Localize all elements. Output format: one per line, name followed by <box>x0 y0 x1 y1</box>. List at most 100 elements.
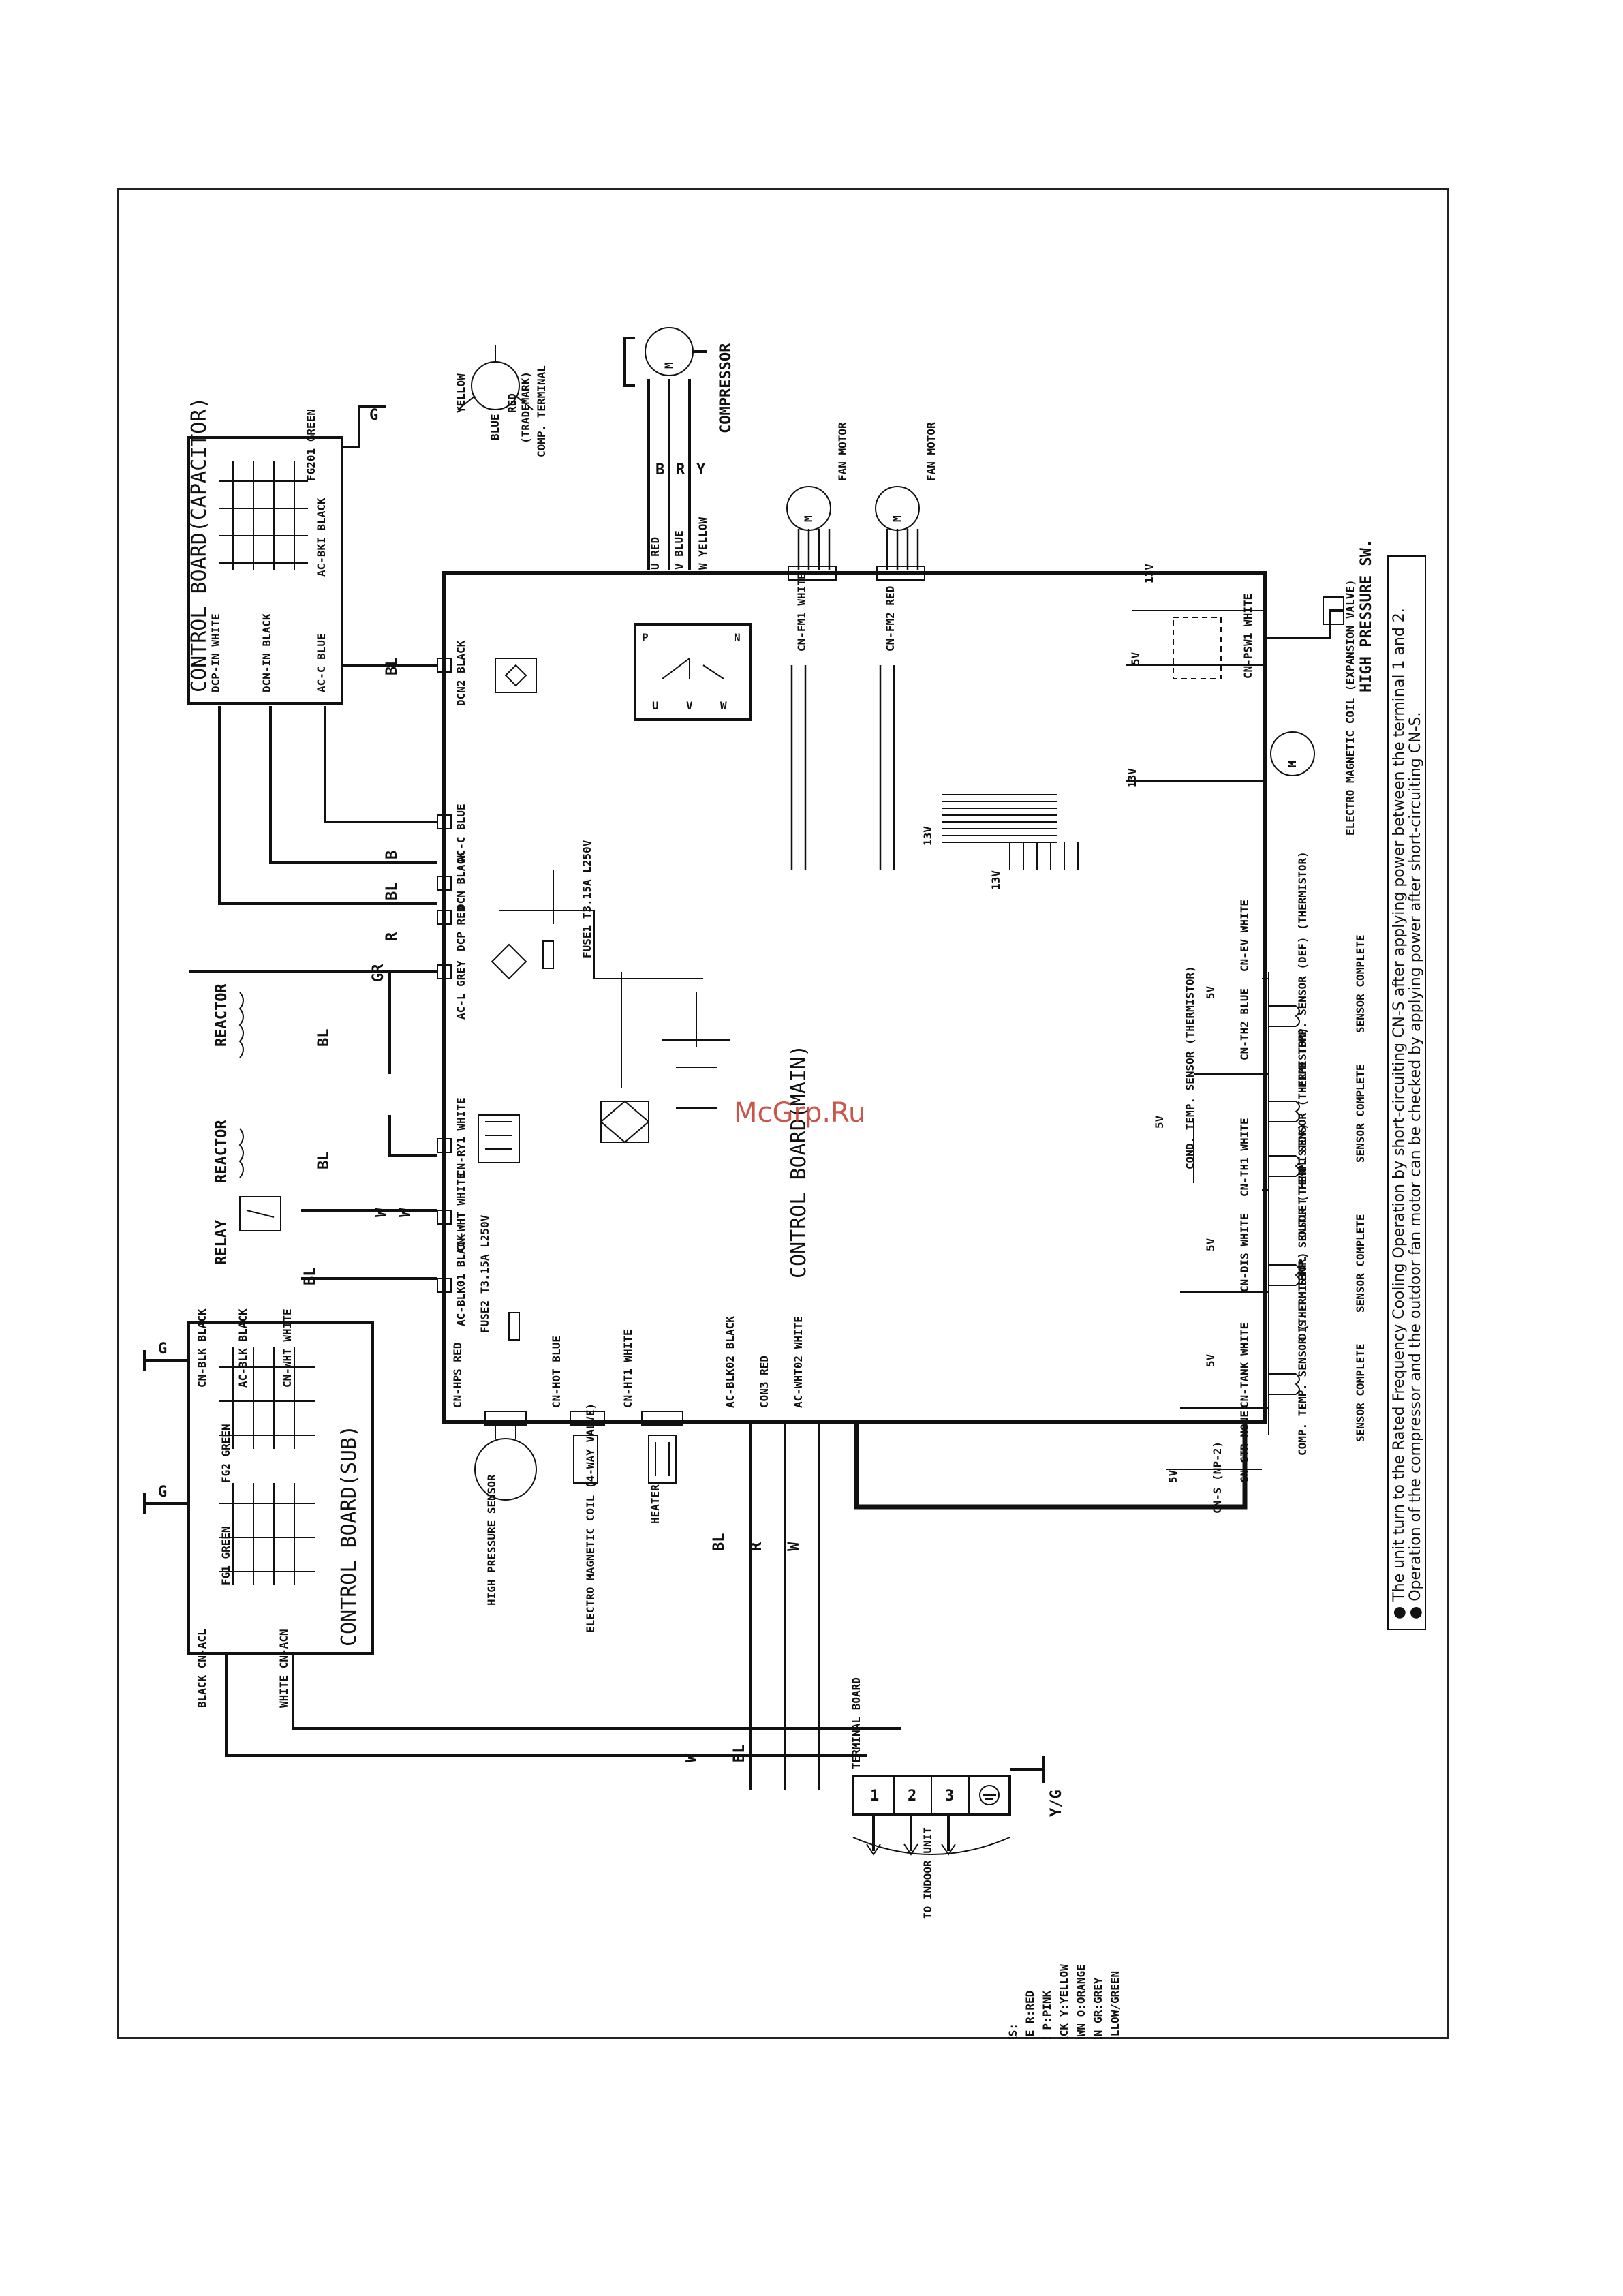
connector-fg1: FG1 GREEN <box>219 1526 232 1585</box>
remarks-legend: REMARKS: W:WHITE R:RED B:BLUE P:PINK BL:… <box>1006 1964 1122 2076</box>
svg-text:U: U <box>652 699 659 712</box>
sensor-comp-footer: SENSOR COMPLETE <box>1354 1344 1367 1443</box>
svg-text:M: M <box>802 515 815 522</box>
sensor-comp-name: COMP. TEMP. SENSOR (THERMISTOR) <box>1296 1252 1309 1456</box>
svg-text:N: N <box>734 631 741 644</box>
diode-array: 13V 13V <box>921 794 1079 890</box>
remark-item: BL:BLACK Y:YELLOW <box>1057 1964 1070 2039</box>
sensor-cond-name: COND. TEMP. SENSOR (THERMISTOR) <box>1184 966 1196 1169</box>
svg-text:U RED: U RED <box>649 537 662 570</box>
sensor-pipe-name: PIPE TEMP. SENSOR (DEF) (THERMISTOR) <box>1296 851 1309 1088</box>
relay: RELAY <box>213 1196 281 1265</box>
bottom-wiring: BL R W W BL <box>225 1422 1248 1790</box>
high-pressure-sensor: HIGH PRESSURE SENSOR <box>474 1425 537 1606</box>
wire-code-bl1: BL <box>384 658 401 676</box>
wire-code-w3: W <box>786 1542 803 1551</box>
svg-text:M: M <box>1286 761 1299 767</box>
reactor-1: REACTOR <box>213 983 244 1058</box>
sensor-dis-footer: SENSOR COMPLETE <box>1354 1214 1367 1313</box>
voltage-5v-a: 5V <box>1129 652 1142 665</box>
wiring-diagram: CONTROL BOARD(CAPACITOR) DCP-IN WHITE DC… <box>117 188 1449 2076</box>
sub-board-grounds: G G <box>143 1341 189 1514</box>
voltage-5v-e: 5V <box>1204 1353 1217 1367</box>
svg-text:V BLUE: V BLUE <box>673 530 685 570</box>
connector-cn-hps: CN-HPS RED <box>451 1343 464 1408</box>
connector-ac-blk02: AC-BLK02 BLACK <box>724 1316 737 1408</box>
connector-cn-s: CN-S (NP-2) <box>1211 1441 1224 1514</box>
watermark: McGrp.Ru <box>734 1097 865 1129</box>
fuse-2-label: FUSE2 T3.15A L250V <box>478 1214 491 1333</box>
sensor-dis-name: DIS. T. TEMP. SENSOR (THERMISTOR) <box>1296 1123 1309 1340</box>
reactor-2: REACTOR <box>213 1120 244 1183</box>
connector-ac-l: AC-L GREY <box>454 960 467 1020</box>
connector-dcn-in: DCN-IN BLACK <box>260 613 273 692</box>
capacitor-ground: G <box>342 405 386 448</box>
wire-code-bl6: BL <box>711 1533 728 1552</box>
connector-cn-dis: CN-DIS WHITE <box>1238 1213 1251 1292</box>
voltage-5v-f: 5V <box>1166 1469 1179 1483</box>
sensor-pipe: PIPE TEMP. SENSOR (DEF) (THERMISTOR) SEN… <box>1269 851 1367 1088</box>
wire-code-g2: G <box>158 1341 167 1358</box>
comp-terminal-trademark: (TRADEMARK) <box>519 371 532 444</box>
remark-item: Y/G:YELLOW/GREEN <box>1109 1971 1122 2039</box>
comp-terminal-red: RED <box>506 393 519 413</box>
notes-box: ● The unit turn to the Rated Frequency C… <box>1387 555 1426 1630</box>
remarks-title: REMARKS: <box>1006 2023 1019 2039</box>
connector-ac-c: AC-C BLUE <box>315 633 328 692</box>
main-board-title: CONTROL BOARD(MAIN) <box>787 1045 811 1279</box>
terminal-board-label: TERMINAL BOARD <box>850 1677 863 1769</box>
wire-code-b: B <box>655 461 664 478</box>
capacitor-board: CONTROL BOARD(CAPACITOR) DCP-IN WHITE DC… <box>187 397 343 705</box>
wire-code-r1: R <box>384 932 401 941</box>
four-way-valve-label: ELECTRO MAGNETIC COIL (4-WAY VALVE) <box>584 1403 597 1633</box>
voltage-13v-a: 13V <box>921 826 934 846</box>
connector-cn-psw1: CN-PSW1 WHITE <box>1241 594 1254 679</box>
svg-text:M: M <box>891 515 903 522</box>
connector-cn-fm2: CN-FM2 RED <box>884 586 897 652</box>
wire-code-g3: G <box>158 1484 167 1501</box>
wire-code-bl4: BL <box>315 1152 333 1170</box>
voltage-5v-b: 5V <box>1204 985 1217 999</box>
wire-code-w4: W <box>683 1753 700 1762</box>
high-pressure-switch: HIGH PRESSURE SW. <box>1265 539 1375 692</box>
terminal-2: 2 <box>908 1788 916 1805</box>
fan-motor-1: M FAN MOTOR <box>786 422 849 570</box>
capacitor-board-title: CONTROL BOARD(CAPACITOR) <box>187 397 211 692</box>
terminal-1: 1 <box>870 1788 879 1805</box>
sensor-cond-footer: SENSOR COMPLETE <box>1354 1065 1367 1163</box>
comp-terminal: YELLOW BLUE RED (TRADEMARK) COMP. TERMIN… <box>454 345 548 457</box>
fan-connectors: CN-FM1 WHITE CN-FM2 RED <box>788 566 925 870</box>
comp-terminal-blue: BLUE <box>489 414 501 440</box>
svg-text:P: P <box>642 631 649 644</box>
high-pressure-sw-label: HIGH PRESSURE SW. <box>1358 539 1375 692</box>
connector-dcn2: DCN2 BLACK <box>454 640 467 706</box>
terminal-board: 1 2 3 TERMINAL BOARD Y/G TO INDOOR UNIT <box>850 1677 1065 1919</box>
relay-label: RELAY <box>213 1219 230 1265</box>
wire-code-gr: GR <box>370 964 387 982</box>
sensor-rails <box>1126 610 1269 1470</box>
wire-code-bl5: BL <box>302 1268 319 1286</box>
to-indoor-label: TO INDOOR UNIT <box>921 1827 934 1919</box>
note-1: ● The unit turn to the Rated Frequency C… <box>1391 608 1408 1619</box>
heater-label: HEATER <box>649 1484 662 1524</box>
connector-cn-ctr: CN-CTR NONE <box>1238 1411 1251 1483</box>
remark-item: W:WHITE R:RED <box>1023 1991 1036 2039</box>
voltage-13v-c: 13V <box>989 870 1002 890</box>
sensor-pipe-footer: SENSOR COMPLETE <box>1354 935 1367 1034</box>
connector-ac-blk: AC-BLK BLACK <box>236 1308 249 1388</box>
compressor: M COMPRESSOR <box>623 327 735 433</box>
fan-motor-2: M FAN MOTOR <box>875 422 938 570</box>
sub-board: CONTROL BOARD(SUB) CN-BLK BLACK AC-BLK B… <box>187 1308 374 1708</box>
comp-terminal-label: COMP. TERMINAL <box>535 365 548 457</box>
connector-dcn: DCN BLACK <box>454 851 467 910</box>
connector-ac-blk01: AC-BLK01 BLACK <box>454 1234 467 1326</box>
diagram-frame <box>117 188 1449 2039</box>
wire-code-bl2: BL <box>384 883 401 901</box>
connector-cn-tank: CN-TANK WHITE <box>1238 1323 1251 1408</box>
main-board-circuitry: FUSE1 T3.15A L250V FUSE2 T3.15A L250V <box>478 658 730 1341</box>
svg-text:M: M <box>662 362 675 369</box>
reactor-1-label: REACTOR <box>213 983 230 1047</box>
voltage-5v-d: 5V <box>1204 1238 1217 1251</box>
connector-dcp: DCP RED <box>454 906 467 951</box>
compressor-leads: B R Y <box>647 379 706 570</box>
